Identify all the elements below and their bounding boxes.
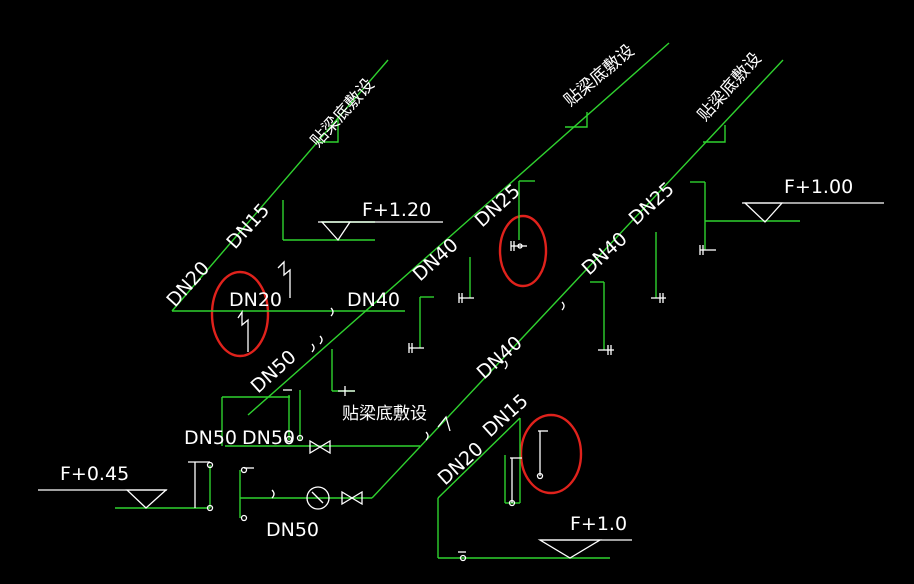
highlight-circle-1 [210,270,270,358]
elevation-label-1-0: F+1.0 [570,513,627,535]
label-dn25-right: DN25 [625,178,679,230]
note-beam-mounted-4: 贴梁底敷设 [342,404,427,424]
label-dn25-upper: DN25 [471,180,525,232]
elevation-label-1-20: F+1.20 [362,199,431,221]
label-dn50-diag: DN50 [247,346,301,398]
note-beam-mounted-1: 贴梁底敷设 [307,75,379,152]
label-dn20-mid: DN20 [229,289,282,311]
highlight-circle-2 [498,214,548,288]
check-valve-icon [341,490,363,506]
elevation-label-1-00: F+1.00 [784,176,853,198]
label-dn40-upper: DN40 [409,234,463,286]
label-dn20-lower: DN20 [434,438,488,490]
highlight-circle-3 [519,413,583,495]
pressure-gauge-icon [306,486,330,510]
label-dn50-right: DN50 [242,427,295,449]
elevation-label-0-45: F+0.45 [60,463,129,485]
elevation-triangle-icon [537,539,632,559]
label-dn40-lower: DN40 [473,332,527,384]
elevation-triangle-icon [318,221,443,242]
elevation-triangle-icon [38,489,168,509]
label-dn50-bottom: DN50 [266,519,319,541]
label-dn20-left: DN20 [162,257,214,311]
elevation-triangle-icon [742,202,884,223]
label-dn15-left: DN15 [222,199,274,253]
label-dn50-left: DN50 [184,427,237,449]
gate-valve-icon [309,439,331,455]
note-beam-mounted-3: 贴梁底敷设 [694,49,766,126]
pipe-network [115,42,800,559]
pipe-fittings [188,241,716,562]
note-beam-mounted-2: 贴梁底敷设 [560,41,638,111]
label-dn40-mid: DN40 [347,289,400,311]
label-dn40-right: DN40 [578,228,632,280]
